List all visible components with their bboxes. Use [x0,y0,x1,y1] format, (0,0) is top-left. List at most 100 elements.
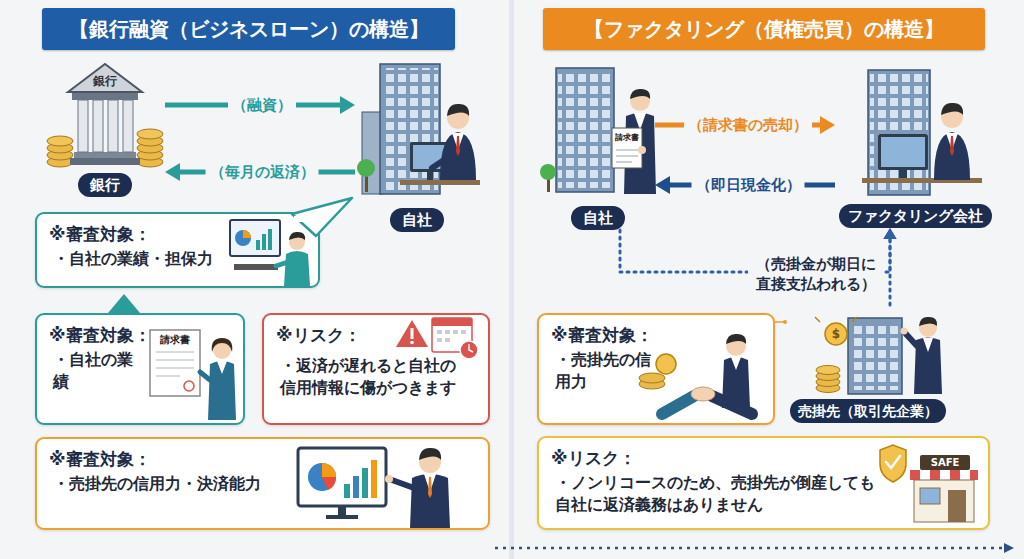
dotted-connector-line [620,230,890,272]
dotted-connector [620,228,897,272]
desk-worker [941,103,963,115]
review-box: ※審査対象：・売掛先の信用力・決済能力 [35,437,490,530]
presentation-person [322,463,336,477]
desk-worker [400,104,480,185]
office-building [868,70,930,195]
standing-person [901,328,908,335]
safe-store [940,470,950,480]
edge-label: （売掛金が期日に直接支払われる） [748,254,884,294]
desk-worker [862,103,982,183]
warning-calendar [411,328,414,339]
loan-arrow [165,96,355,114]
desk-worker [440,132,476,180]
desk-worker [878,134,928,170]
presentation-person [410,474,450,528]
presentation-person [385,475,393,483]
sale-arrow [655,116,835,134]
presentation-person [419,451,441,473]
box-body: ・自社の業績 [53,349,138,393]
standing-person [923,338,933,352]
bank-icon [47,136,73,146]
repayment-arrow-line [174,170,355,175]
monitor-person [289,232,305,240]
presentation-person [344,484,350,498]
arrow-head [655,176,670,194]
client-building [825,323,847,345]
invoice-document [156,352,194,353]
panel-heading: 【銀行融資（ビジネスローン）の構造】 [42,8,455,50]
bank-icon [68,64,142,92]
standing-person [919,317,937,326]
node-pill: 自社 [390,208,444,232]
callout-tail [292,198,352,236]
box-body: ・返済が遅れると自社の信用情報に傷がつきます [280,355,460,399]
office-building [556,68,614,192]
company-node: 自社 [355,60,478,232]
document-title: 請求書 [160,335,190,345]
risk-box: ※リスク：・ノンリコースのため、売掛先が倒産しても自社に返済義務はありません [537,436,990,530]
monitor-person [235,230,251,246]
store-sign: SAFE [931,458,960,468]
safe-store [880,445,906,482]
callout-tail [108,198,352,313]
bank-icon [47,64,163,167]
bank-icon [72,92,138,100]
standing-person [638,146,646,154]
bank-icon [93,100,103,152]
safe-store [920,455,970,470]
monitor-person [289,234,305,250]
edge-label: （融資） [228,95,296,115]
box-heading: ※審査対象： [49,447,476,471]
presentation-person [322,477,336,490]
client-building [816,366,840,375]
presentation-person [338,506,346,516]
standing-person [634,113,646,130]
safe-store [920,488,940,504]
presentation-person [353,476,359,498]
dotted-connector-line [889,235,892,305]
office-building [870,74,928,191]
handshake [726,334,746,344]
office-building [540,68,614,192]
review-box: ※審査対象：・売掛先の信用力 [537,313,775,425]
bank-node: 銀行 [45,60,165,197]
company-node: 自社 [540,62,655,230]
bottom-dotted-arrow [495,547,1004,550]
invoice-document [208,361,236,420]
review-box: ※審査対象：・自社の業績 [35,313,245,425]
node-pill: 売掛先（取引先企業） [790,399,946,423]
client-building [848,318,902,394]
handshake [731,357,741,370]
presentation-person [371,460,377,498]
warning-calendar [445,330,450,334]
warning-calendar [437,330,442,334]
review-box: ※審査対象：・自社の業績・担保力 [35,212,320,288]
presentation-person [362,468,368,498]
node-pill: 銀行 [78,173,132,197]
office-building [547,178,550,192]
warning-calendar [461,330,466,334]
desk-worker [899,170,907,178]
cash-arrow-line [664,183,835,188]
standing-person [612,89,656,194]
bank-icon [137,129,163,139]
box-heading: ※審査対象： [49,222,306,246]
office-building [380,64,440,194]
presentation-person [298,448,386,506]
arrow-head [340,96,355,114]
warning-calendar [453,330,458,334]
invoice-document [217,361,227,374]
handshake [722,357,750,408]
warning-calendar [396,320,428,347]
invoice-document [212,338,233,352]
bank-icon [78,100,88,152]
bottom-dotted-arrow [495,543,1014,553]
box-body: ・自社の業績・担保力 [53,248,306,270]
warning-calendar [432,318,472,352]
monitor-person [262,234,266,250]
edge-label: （毎月の返済） [206,162,319,182]
monitor-person [276,262,288,266]
repayment-arrow [165,163,355,181]
